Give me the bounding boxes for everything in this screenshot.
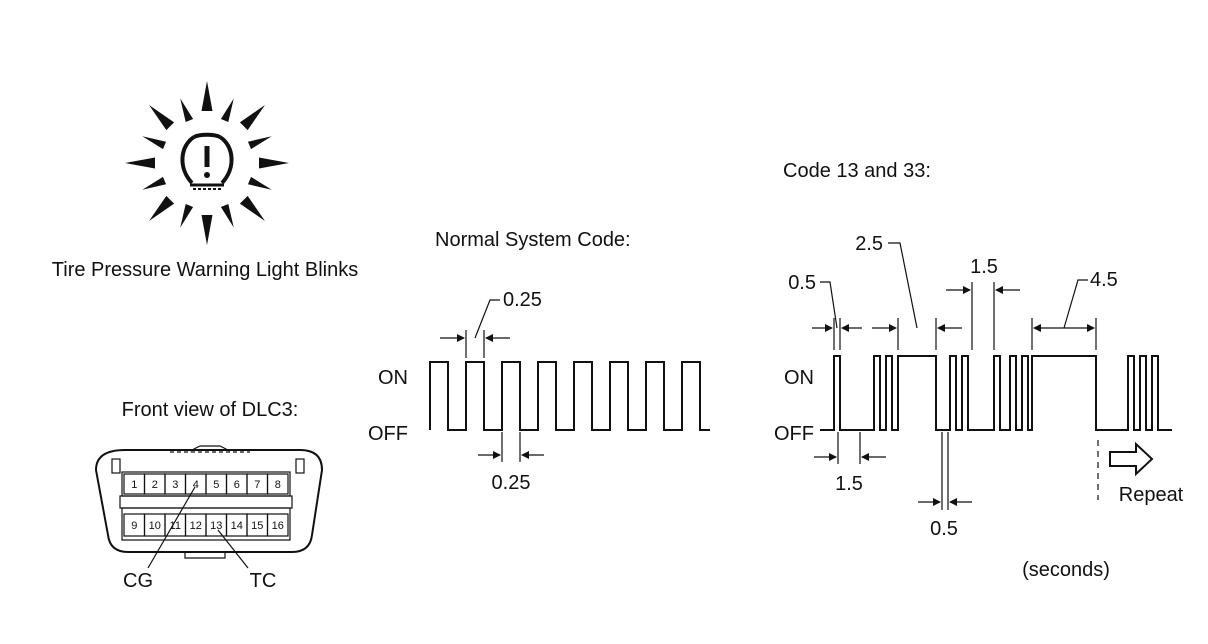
dlc-pin-cell [266,473,289,495]
normal-code-title: Normal System Code: [435,229,631,251]
ray-icon [149,105,175,131]
normal-lower-dimension [478,432,544,462]
dlc-pin-cell [266,513,289,537]
dlc-pin-number: 14 [231,520,243,532]
normal-off-label: OFF [368,423,408,445]
ray-icon [142,136,167,150]
tire-pressure-warning-icon [125,81,289,245]
dlc-pin-number: 5 [213,479,219,491]
code-on-label: ON [784,367,814,389]
ray-icon [220,203,234,228]
dlc-pin-number: 11 [170,520,181,532]
repeat-label: Repeat [1119,484,1184,506]
dim-0.5-top [812,281,862,350]
ray-icon [239,195,265,221]
dlc-pin-number: 16 [272,520,284,532]
dlc-title: Front view of DLC3: [122,399,299,421]
cg-label: CG [123,570,153,592]
tc-leader-line [217,529,249,569]
dlc-pin-number: 9 [131,520,137,532]
dim-0.5-bottom-value: 0.5 [930,518,958,540]
dlc-pin-number: 10 [149,520,161,532]
ray-icon [247,136,272,150]
normal-lower-value: 0.25 [492,472,531,494]
dlc-pin-number: 6 [234,479,240,491]
light-caption: Tire Pressure Warning Light Blinks [52,259,358,281]
ray-icon [220,98,234,123]
dlc-pin-number: 4 [193,479,199,491]
ray-icon [247,176,272,190]
dim-4.5-value: 4.5 [1090,269,1118,291]
dlc-pin-number: 13 [210,520,222,532]
dim-0.5-bottom [918,432,972,510]
dlc-pin-number: 3 [172,479,178,491]
dim-2.5 [872,242,962,350]
ray-icon [201,81,213,111]
cg-leader-line [147,486,196,569]
ray-icon [259,157,289,169]
ray-icon [239,105,265,131]
dim-1.5-bottom-value: 1.5 [835,473,863,495]
dlc-pin-number: 8 [275,479,281,491]
dlc-pin-number: 2 [152,479,158,491]
dim-4.5 [1031,279,1097,350]
dim-1.5-top-value: 1.5 [970,256,998,278]
dlc-pin-number: 7 [254,479,260,491]
dlc-pins-bottom: 9 10 11 12 13 14 15 16 [123,513,289,537]
ray-icon [142,176,167,190]
normal-on-label: ON [378,367,408,389]
ray-icon [125,157,155,169]
dim-0.5-top-value: 0.5 [788,272,816,294]
ray-icon [180,203,194,228]
code-off-label: OFF [774,423,814,445]
tc-label: TC [250,570,277,592]
code-title: Code 13 and 33: [783,160,931,182]
units-label: (seconds) [1022,559,1110,581]
dim-1.5-top [946,282,1020,350]
ray-icon [180,98,194,123]
code-13-33-waveform [820,355,1172,431]
dlc-pins-top: 1 2 3 4 5 6 7 8 [123,473,289,495]
dlc-pin-number: 12 [190,520,202,532]
dlc-pin-number: 1 [131,479,137,491]
dim-2.5-value: 2.5 [855,233,883,255]
repeat-arrow-icon [1109,441,1154,477]
dim-1.5-bottom [814,432,886,464]
normal-upper-value: 0.25 [503,289,542,311]
normal-code-waveform [429,361,710,431]
ray-icon [149,195,175,221]
ray-icon [201,215,213,245]
blink-rays [125,81,289,245]
dlc-pin-number: 15 [251,520,263,532]
normal-upper-dimension [440,299,510,358]
